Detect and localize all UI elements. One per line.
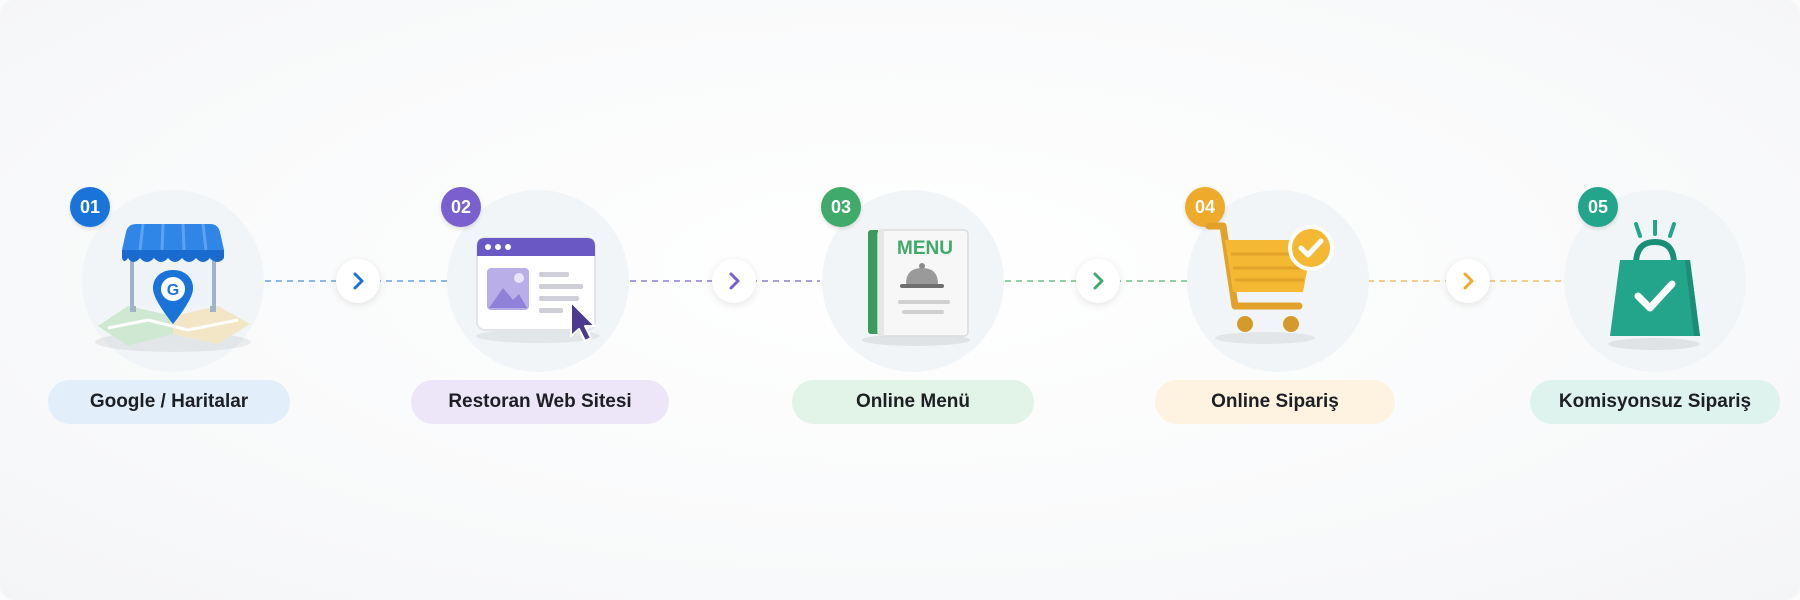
step-number-badge: 03 (821, 187, 861, 227)
menu-book-icon: MENU (828, 220, 998, 360)
connector-2 (630, 280, 820, 282)
step-3: 03 MENU Online Menü (780, 0, 1040, 600)
step-label: Google / Haritalar (48, 380, 290, 424)
step-label: Restoran Web Sitesi (411, 380, 669, 424)
step-number-badge: 02 (441, 187, 481, 227)
arrow-chevron-4 (1446, 259, 1490, 303)
arrow-chevron-1 (336, 259, 380, 303)
arrow-chevron-2 (712, 259, 756, 303)
google-g-letter: G (167, 282, 179, 299)
step-number-badge: 05 (1578, 187, 1618, 227)
step-number-badge: 01 (70, 187, 110, 227)
step-5: 05 Komisyonsuz Sipariş (1522, 0, 1782, 600)
map-store-icon: G (88, 220, 258, 360)
shopping-bag-icon (1570, 218, 1740, 360)
step-label: Online Menü (792, 380, 1034, 424)
step-label: Online Sipariş (1155, 380, 1395, 424)
arrow-chevron-3 (1076, 259, 1120, 303)
website-cursor-icon (453, 220, 623, 360)
step-number-badge: 04 (1185, 187, 1225, 227)
step-2: 02 Restoran Web Sitesi (405, 0, 669, 600)
step-1: 01 G Google / Haritalar (40, 0, 300, 600)
step-label: Komisyonsuz Sipariş (1530, 380, 1780, 424)
step-4: 04 Online Sipariş (1145, 0, 1405, 600)
menu-title-text: MENU (897, 238, 953, 259)
shopping-cart-icon (1187, 220, 1357, 360)
